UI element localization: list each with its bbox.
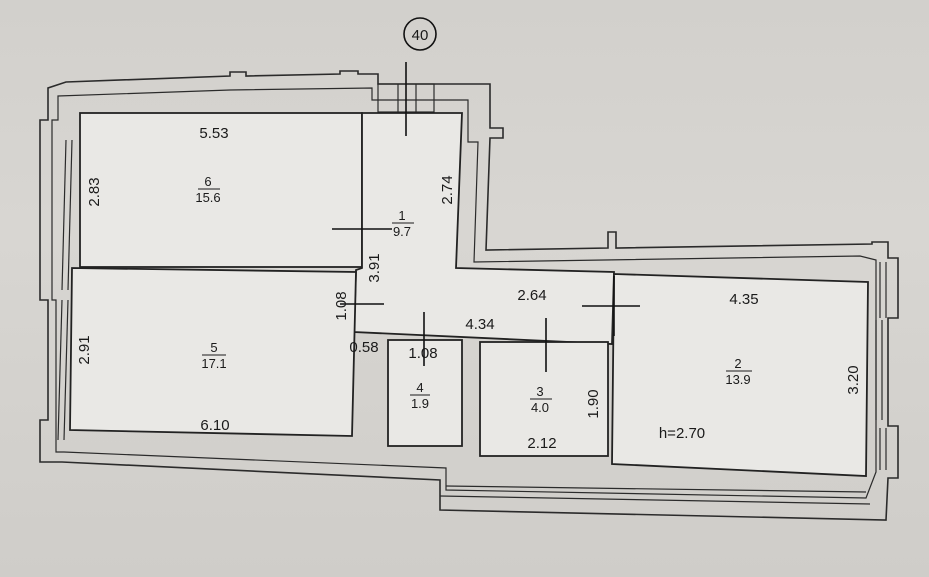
room-4-area: 1.9 — [411, 396, 429, 411]
dim-r6-height: 2.83 — [86, 177, 103, 206]
dim-r1-width: 3.91 — [366, 253, 383, 282]
room-3-number: 3 — [536, 384, 543, 399]
dim-r2-height: 3.20 — [845, 365, 862, 394]
dim-r4-width: 1.08 — [408, 345, 437, 362]
dim-r5-width: 6.10 — [200, 417, 229, 434]
dim-r2-width: 4.35 — [729, 291, 758, 308]
dim-r5-height: 2.91 — [76, 335, 93, 364]
room-2 — [611, 273, 869, 477]
room-5-number: 5 — [210, 340, 217, 355]
dim-corridor-width: 4.34 — [465, 316, 494, 333]
dim-r3-width: 2.12 — [527, 435, 556, 452]
room-1-number: 1 — [398, 208, 405, 223]
room-5-area: 17.1 — [201, 356, 226, 371]
room-1-area: 9.7 — [393, 224, 411, 239]
room-4-number: 4 — [416, 380, 423, 395]
room-4 — [387, 339, 463, 447]
dim-r3-height: 1.90 — [585, 389, 602, 418]
dim-r6-width: 5.53 — [199, 125, 228, 142]
room-4-label: 4 1.9 — [410, 380, 430, 411]
room-5-label: 5 17.1 — [201, 340, 226, 371]
room-5 — [69, 267, 357, 437]
room-1-label: 1 9.7 — [392, 208, 414, 239]
room-2-number: 2 — [734, 356, 741, 371]
dim-corridor-left: 1.08 — [333, 291, 350, 320]
room-2-area: 13.9 — [725, 372, 750, 387]
section-cuts — [332, 62, 640, 372]
room-6 — [79, 112, 363, 268]
outer-wall — [39, 70, 899, 521]
inner-wall-outline — [51, 87, 877, 499]
axis-marker-label: 40 — [412, 27, 429, 44]
dim-r1-height: 2.74 — [439, 175, 456, 204]
facade-line-bottom — [439, 495, 871, 505]
room-3-label: 3 4.0 — [530, 384, 552, 415]
dim-corridor-top: 2.64 — [517, 287, 546, 304]
facade-line-bottom-2 — [445, 485, 867, 493]
left-window-lines — [57, 139, 73, 441]
axis-marker-circle — [403, 17, 437, 51]
room-6-label: 6 15.6 — [195, 174, 220, 205]
room-3-area: 4.0 — [531, 400, 549, 415]
dim-wall-gap: 0.58 — [349, 339, 378, 356]
room-1 — [353, 112, 615, 345]
room-2-label: 2 13.9 — [725, 356, 752, 387]
room-6-number: 6 — [204, 174, 211, 189]
right-window-lines — [875, 262, 887, 470]
ceiling-height: h=2.70 — [659, 425, 705, 442]
room-6-area: 15.6 — [195, 190, 220, 205]
